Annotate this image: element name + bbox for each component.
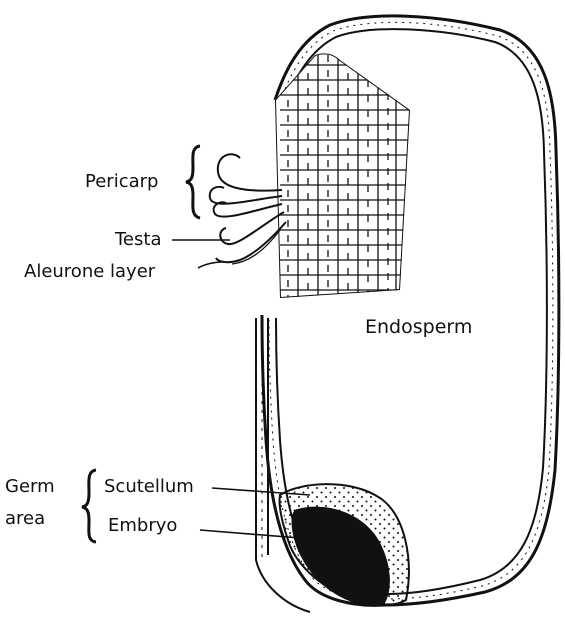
germ (279, 484, 408, 605)
label-testa: Testa (114, 229, 161, 250)
label-embryo: Embryo (108, 515, 177, 536)
pericarp-brace (186, 146, 200, 218)
label-scutellum: Scutellum (104, 476, 194, 497)
label-pericarp: Pericarp (85, 171, 158, 192)
cell-layer (270, 50, 420, 305)
label-endosperm: Endosperm (365, 316, 472, 338)
label-germ-line2: area (5, 508, 45, 529)
peeled-layers (210, 154, 286, 264)
label-aleurone: Aleurone layer (24, 261, 156, 282)
label-germ-line1: Germ (5, 476, 55, 497)
germ-brace (82, 470, 96, 542)
aleurone-leader (198, 262, 222, 268)
